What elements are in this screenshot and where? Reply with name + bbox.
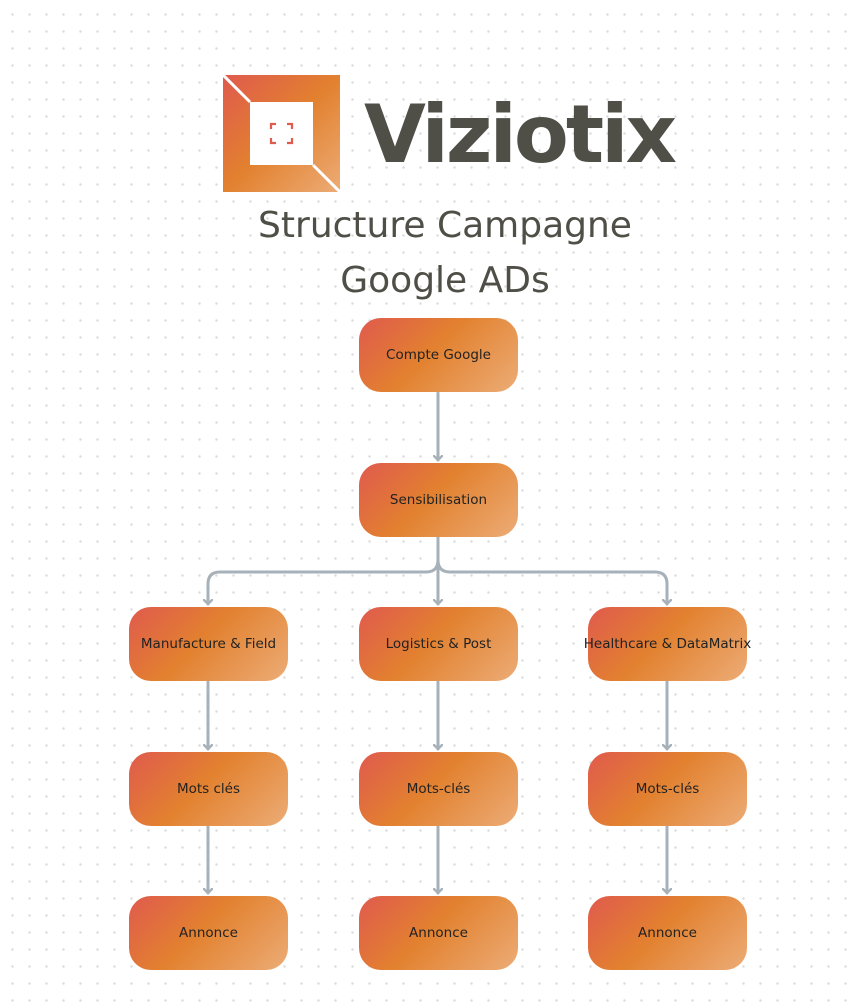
node-keywords-logistics: Mots-clés — [359, 752, 518, 826]
node-compte-google: Compte Google — [359, 318, 518, 392]
node-keywords-healthcare: Mots-clés — [588, 752, 747, 826]
diagram-title-line2: Google ADs — [340, 260, 550, 301]
node-ad-logistics: Annonce — [359, 896, 518, 970]
node-keywords-manufacture: Mots clés — [129, 752, 288, 826]
node-branch-healthcare: Healthcare & DataMatrix — [584, 607, 751, 681]
diagram-title-line1: Structure Campagne — [258, 205, 632, 246]
node-ad-healthcare: Annonce — [588, 896, 747, 970]
brand-name: Viziotix — [364, 88, 677, 181]
node-branch-logistics: Logistics & Post — [359, 607, 518, 681]
node-branch-manufacture: Manufacture & Field — [129, 607, 288, 681]
node-sensibilisation: Sensibilisation — [359, 463, 518, 537]
edge-level1-to-branch-3 — [436, 536, 667, 606]
viziotix-logo-icon — [223, 75, 340, 192]
edge-level1-to-branch-1 — [208, 536, 440, 606]
node-ad-manufacture: Annonce — [129, 896, 288, 970]
